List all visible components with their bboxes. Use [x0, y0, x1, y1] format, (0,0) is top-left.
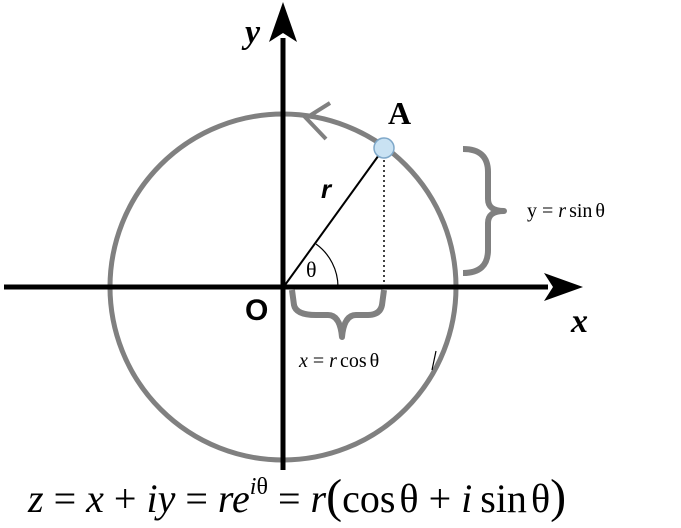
main-theta1: θ: [399, 476, 418, 521]
main-theta2: θ: [531, 476, 550, 521]
main-plus1: +: [104, 476, 147, 521]
main-eq2: =: [175, 476, 218, 521]
y-eq-theta: θ: [595, 200, 605, 222]
main-re: re: [218, 476, 250, 521]
main-rparen: ): [550, 470, 566, 523]
angle-arc: [315, 243, 339, 288]
main-plus2: +: [419, 476, 462, 521]
main-r: r: [311, 476, 327, 521]
x-axis-label: x: [570, 303, 588, 340]
x-eq-cos: cos: [340, 350, 367, 372]
y-brace: [462, 146, 507, 276]
y-eq-sin: sin: [569, 200, 592, 222]
main-x: x: [85, 476, 104, 521]
main-cos: cos: [342, 476, 395, 521]
point-a-label: A: [388, 95, 411, 131]
x-eq-lhs: x: [298, 350, 308, 372]
y-axis-arrowhead: [269, 2, 297, 42]
main-lparen: (: [326, 470, 342, 523]
main-y: y: [154, 476, 176, 521]
main-exp-i: i: [250, 474, 257, 500]
main-exp-theta: θ: [256, 474, 268, 500]
y-axis-label: y: [241, 14, 261, 51]
y-eq-equals: =: [537, 200, 558, 222]
x-brace: [289, 289, 387, 340]
main-i2: i: [461, 476, 472, 521]
radius-label: r: [321, 174, 333, 204]
x-eq-r: r: [329, 350, 337, 372]
circle-direction-arrow: [302, 101, 332, 141]
origin-label: O: [245, 294, 268, 327]
y-eq-r: r: [558, 200, 566, 222]
stray-mark: [431, 350, 437, 371]
y-eq-lhs: y: [527, 200, 537, 222]
main-sin: sin: [480, 476, 527, 521]
x-axis-arrowhead: [544, 273, 583, 301]
x-eq-equals: =: [308, 350, 329, 372]
radius-line: [284, 147, 385, 286]
main-eq3: =: [268, 476, 311, 521]
main-eq1: =: [44, 476, 87, 521]
point-a-marker: [373, 137, 395, 159]
angle-label: θ: [306, 257, 317, 282]
x-eq-theta: θ: [370, 350, 380, 372]
main-i1: i: [146, 476, 157, 521]
main-z: z: [27, 476, 44, 521]
